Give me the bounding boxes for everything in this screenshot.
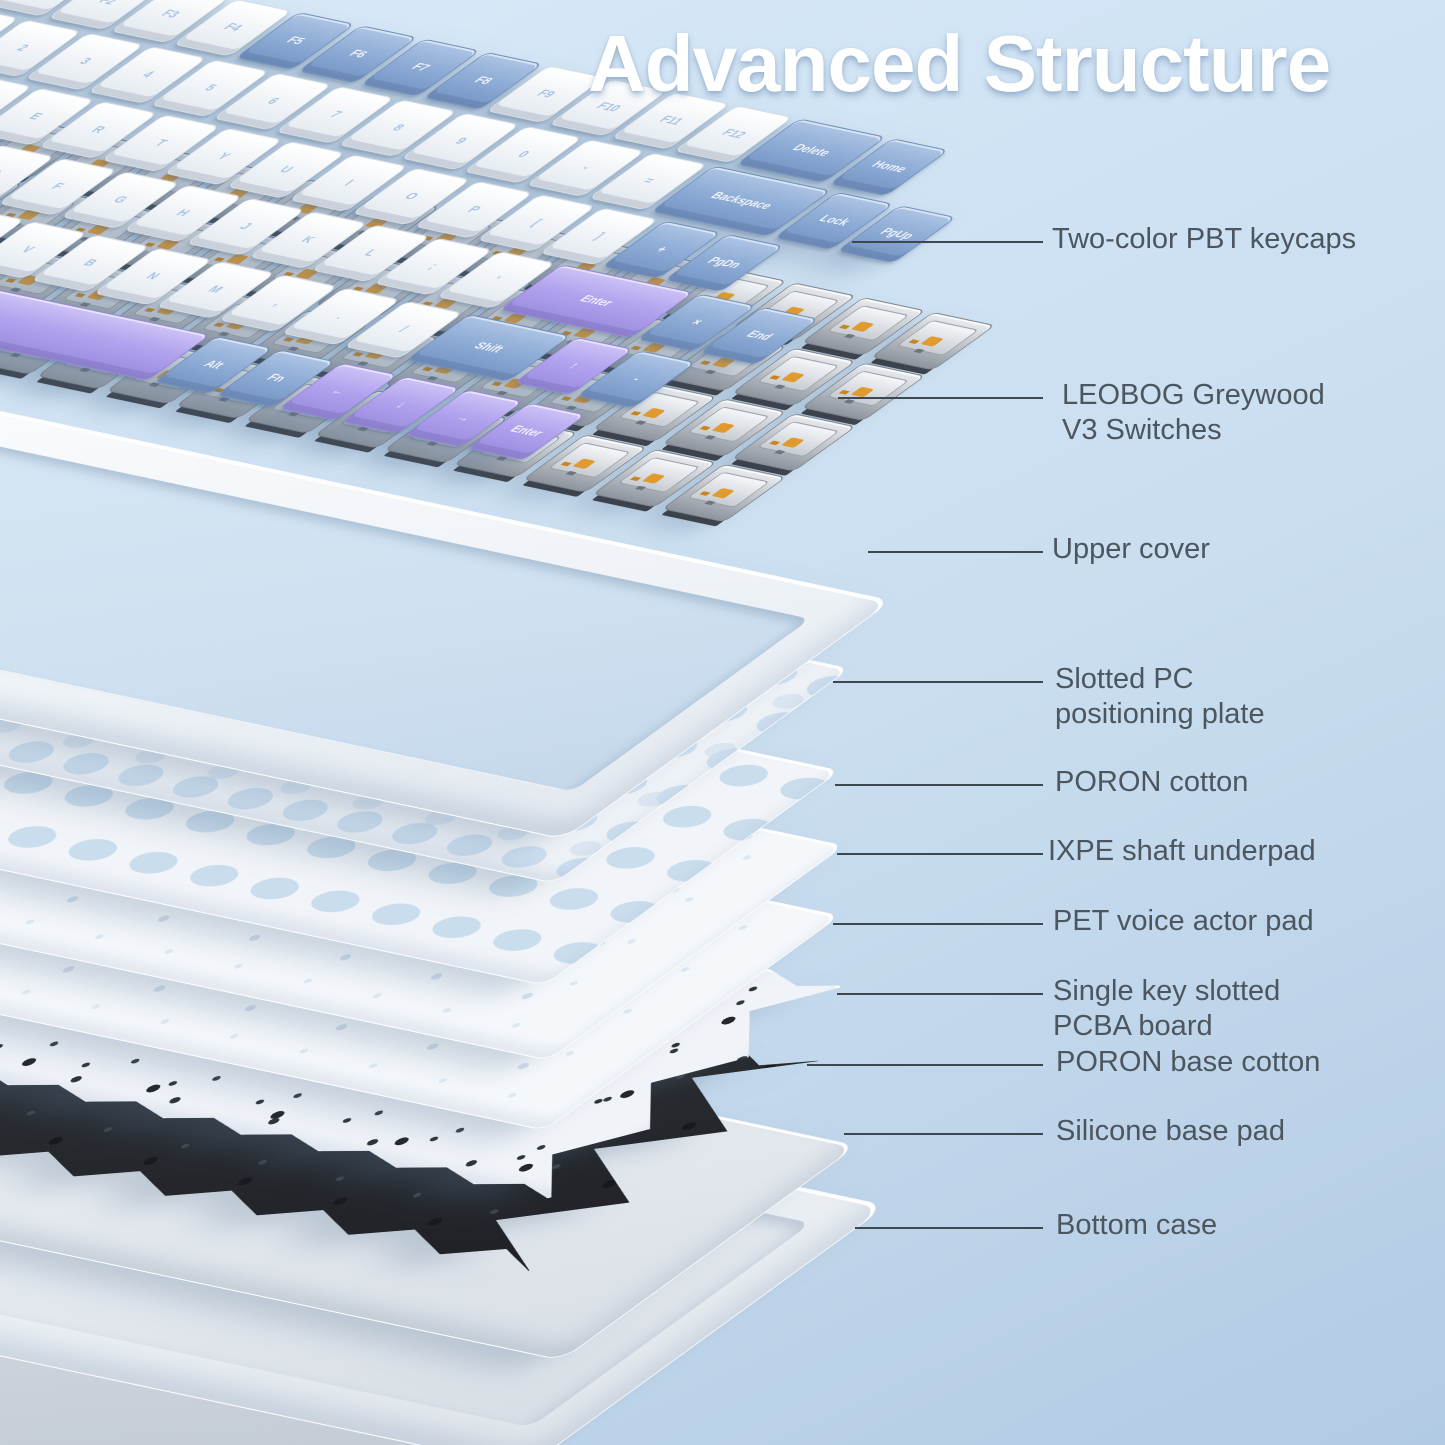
callout-line-positioning [833, 681, 1043, 683]
callout-label-pet: PET voice actor pad [1053, 905, 1314, 937]
callout-label-bottom-case: Bottom case [1056, 1209, 1218, 1241]
callout-line-ixpe [837, 853, 1043, 855]
callout-label-switches: LEOBOG Greywood V3 Switches [1062, 379, 1325, 446]
callout-line-bottom-case [855, 1227, 1043, 1229]
callout-label-ixpe: IXPE shaft underpad [1048, 835, 1316, 867]
callout-label-silicone: Silicone base pad [1056, 1115, 1285, 1147]
callout-label-keycaps: Two-color PBT keycaps [1052, 223, 1357, 255]
callout-line-switches [838, 397, 1043, 399]
callout-line-silicone [844, 1133, 1043, 1135]
callout-label-positioning: Slotted PC positioning plate [1055, 663, 1265, 730]
callout-label-upper-cover: Upper cover [1052, 533, 1210, 565]
callout-line-pcba [837, 993, 1043, 995]
callout-label-pcba: Single key slotted PCBA board [1053, 975, 1281, 1042]
callout-line-pet [833, 923, 1043, 925]
page-title: Advanced Structure [588, 19, 1331, 108]
callout-line-poron-base [807, 1064, 1043, 1066]
callout-line-keycaps [852, 241, 1043, 243]
callout-line-upper-cover [868, 551, 1043, 553]
callout-label-poron-cotton: PORON cotton [1055, 766, 1249, 798]
callout-line-poron-cotton [835, 784, 1043, 786]
callout-label-poron-base: PORON base cotton [1056, 1046, 1321, 1078]
